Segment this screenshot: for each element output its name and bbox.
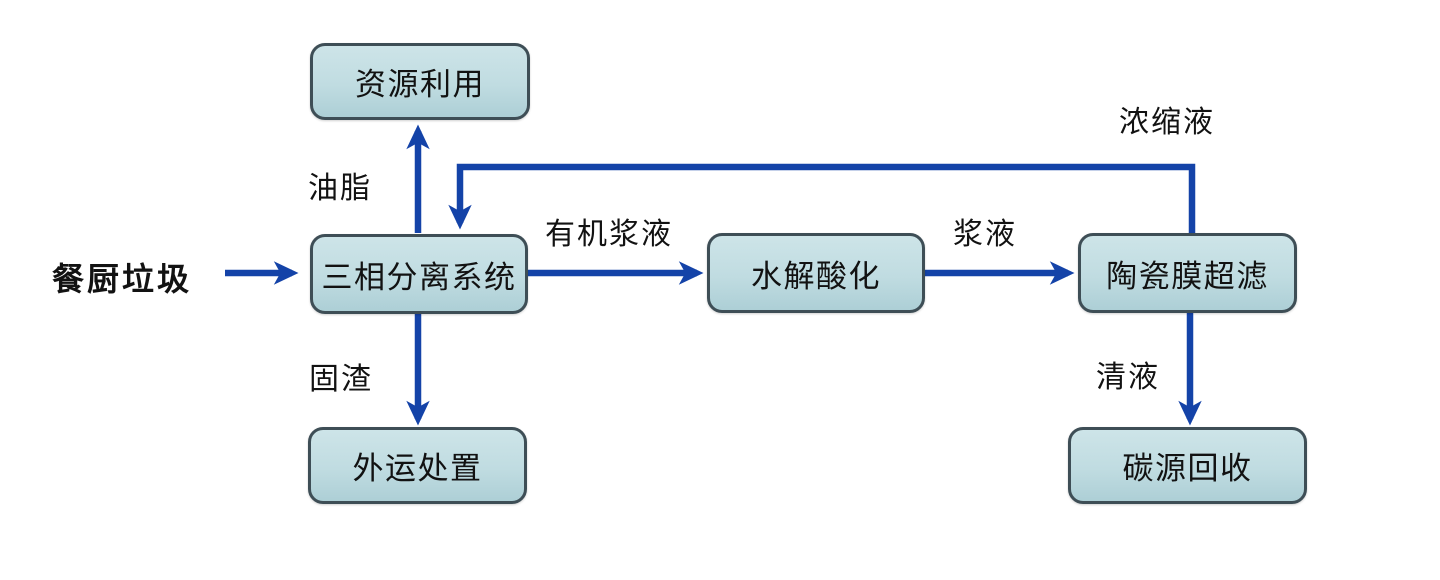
- edge-label-slurry: 浆液: [953, 218, 1017, 251]
- node-label: 资源利用: [355, 67, 485, 102]
- edge-label-organic-slurry: 有机浆液: [545, 218, 673, 251]
- node-three-phase-separation: 三相分离系统: [310, 234, 528, 314]
- node-hydrolysis-acidification: 水解酸化: [707, 233, 925, 313]
- edge-label-clear-liquid: 清液: [1096, 361, 1160, 394]
- node-label: 外运处置: [352, 451, 483, 486]
- node-outbound-disposal: 外运处置: [308, 427, 527, 504]
- node-label: 水解酸化: [751, 258, 881, 294]
- edge-ceramic-to-separation-return: [448, 163, 1196, 233]
- node-ceramic-membrane-ultrafiltration: 陶瓷膜超滤: [1078, 233, 1297, 313]
- label-kitchen-waste: 餐厨垃圾: [52, 261, 193, 297]
- node-label: 碳源回收: [1122, 451, 1253, 486]
- edge-label-oil: 油脂: [308, 172, 372, 205]
- edge-label-solid-residue: 固渣: [309, 363, 373, 396]
- node-label: 三相分离系统: [321, 259, 517, 295]
- node-label: 陶瓷膜超滤: [1106, 258, 1269, 294]
- edge-label-concentrate: 浓缩液: [1119, 106, 1215, 139]
- node-resource-utilization: 资源利用: [310, 43, 530, 120]
- node-carbon-source-recovery: 碳源回收: [1068, 427, 1307, 504]
